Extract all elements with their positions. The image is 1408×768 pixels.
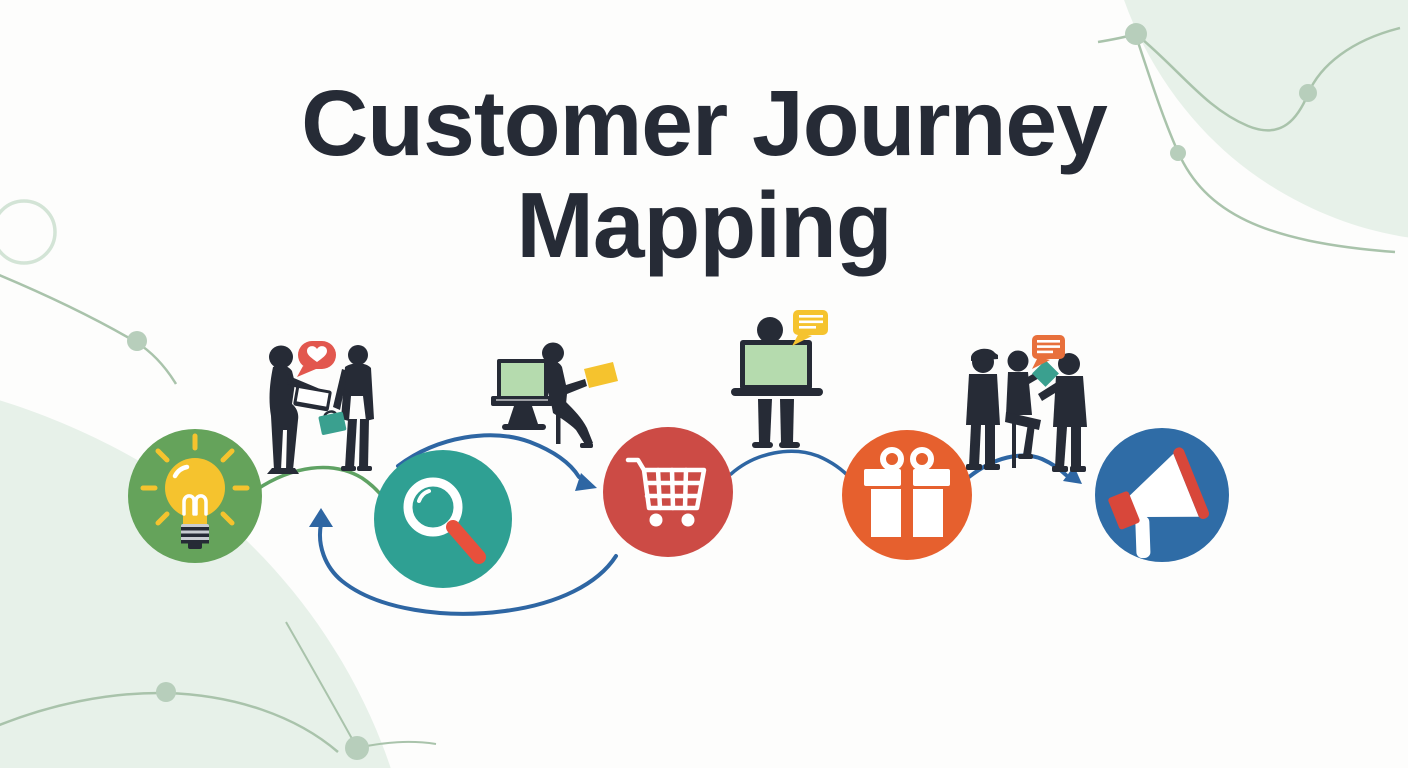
decor-node-dot <box>156 682 176 702</box>
decor-node-dot <box>1125 23 1147 45</box>
stage-circle-search <box>374 450 512 588</box>
stage-circle-purchase <box>603 427 733 557</box>
standing-person-silhouette <box>1038 353 1087 472</box>
arrow-right-icon <box>575 473 597 491</box>
stage-circle-idea <box>128 429 262 563</box>
lightbulb-icon <box>140 433 250 549</box>
stage-circle-gift <box>842 430 972 560</box>
group-discussion-silhouette <box>966 335 1087 472</box>
decor-bottom-left <box>0 400 437 768</box>
shopping-cart-icon <box>625 457 707 527</box>
arrow-up-icon <box>309 508 333 527</box>
clipboard-icon <box>293 385 332 412</box>
sitting-person-silhouette <box>1005 350 1046 468</box>
blue-arc-line <box>967 453 1068 479</box>
page-title: Customer Journey Mapping <box>0 72 1408 276</box>
title-line-2: Mapping <box>516 173 892 277</box>
blue-s-curve-line <box>396 433 581 479</box>
heart-speech-bubble <box>297 341 336 377</box>
decor-node-dot <box>1170 145 1186 161</box>
title-line-1: Customer Journey <box>301 71 1108 175</box>
blue-loop-line <box>318 522 618 616</box>
desktop-monitor <box>491 359 553 430</box>
arrow-right-icon <box>1063 466 1082 484</box>
laptop-screen <box>731 340 823 396</box>
decor-top-left <box>0 199 178 385</box>
gift-icon <box>864 447 950 537</box>
decor-node-dot <box>1299 84 1317 102</box>
man-silhouette <box>333 345 374 471</box>
megaphone-icon <box>1108 447 1210 559</box>
decor-node-dot <box>345 736 369 760</box>
stage-circle-advocacy <box>1095 428 1229 562</box>
customers-talking-silhouette <box>267 341 374 474</box>
blue-arc-line <box>729 449 853 481</box>
chat-speech-bubble <box>792 310 828 346</box>
woman-at-computer-silhouette <box>491 342 618 448</box>
decor-node-dot <box>127 331 147 351</box>
decor-ring-circle <box>0 199 57 265</box>
person-with-cap-silhouette <box>966 348 1000 470</box>
magnifying-glass-icon <box>403 477 486 564</box>
chat-speech-bubble <box>1032 335 1065 369</box>
person-with-laptop-silhouette <box>731 310 828 448</box>
briefcase-icon <box>318 410 347 435</box>
decor-top-right <box>1097 0 1408 254</box>
woman-silhouette <box>267 345 320 474</box>
